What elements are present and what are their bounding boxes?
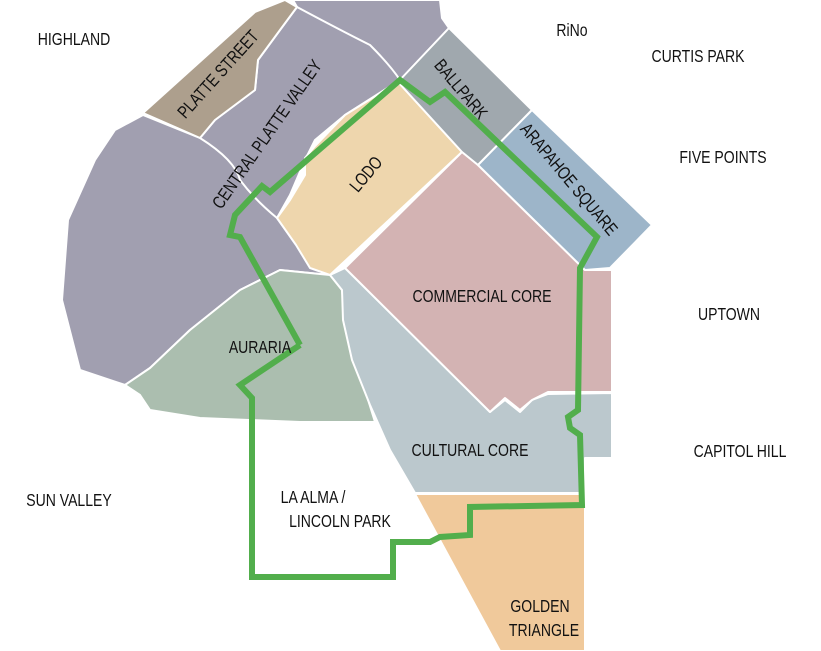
label-uptown: UPTOWN	[698, 304, 760, 324]
label-sun-valley: SUN VALLEY	[26, 490, 112, 510]
label-curtis-park: CURTIS PARK	[652, 46, 745, 66]
label-la-alma-line1: LA ALMA /	[281, 487, 346, 507]
label-golden-triangle-line2: TRIANGLE	[509, 620, 579, 640]
region-ballpark	[397, 27, 533, 166]
label-golden-triangle-line1: GOLDEN	[510, 596, 569, 616]
label-highland: HIGHLAND	[38, 29, 110, 49]
label-auraria: AURARIA	[229, 337, 292, 357]
label-cultural-core: CULTURAL CORE	[412, 440, 529, 460]
label-five-points: FIVE POINTS	[679, 147, 766, 167]
region-platte-street	[142, 0, 298, 139]
label-capitol-hill: CAPITOL HILL	[694, 441, 787, 461]
district-divider	[296, 6, 401, 81]
label-commercial-core: COMMERCIAL CORE	[413, 286, 552, 306]
district-divider	[199, 137, 278, 219]
region-lodo	[276, 81, 463, 276]
region-arapahoe-square	[477, 109, 653, 271]
downtown-boundary-line	[226, 76, 601, 580]
label-rino: RiNo	[556, 20, 587, 40]
label-la-alma-line2: LINCOLN PARK	[289, 511, 391, 531]
